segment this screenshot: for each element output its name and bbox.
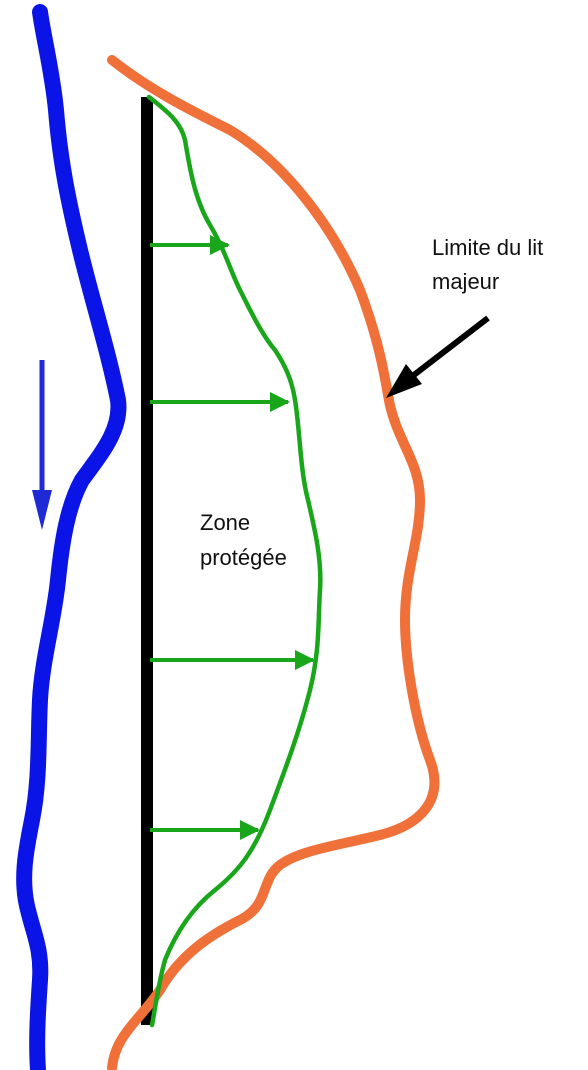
protected-zone-label: Zone protégée xyxy=(200,510,287,570)
arrow-pointer-icon xyxy=(386,315,490,398)
protected-zone-line xyxy=(146,94,323,1028)
floodplain-limit-label: Limite du lit majeur xyxy=(432,235,549,294)
protected-zone-label-line2: protégée xyxy=(200,545,287,570)
arrow-right-icon xyxy=(150,235,315,840)
floodplain-limit-label-line2: majeur xyxy=(432,269,499,294)
arrow-down-icon xyxy=(32,360,52,530)
protected-zone-label-line1: Zone xyxy=(200,510,250,535)
floodplain-limit-label-line1: Limite du lit xyxy=(432,235,543,260)
river-line xyxy=(16,4,127,1070)
floodplain-limit-line xyxy=(107,55,440,1070)
